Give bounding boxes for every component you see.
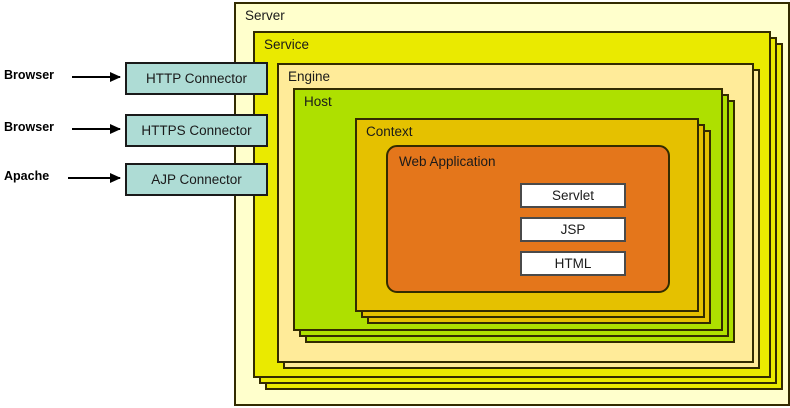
client-label-apache: Apache xyxy=(4,169,50,183)
arrow-apache-to-ajp-connector xyxy=(68,173,121,183)
component-jsp: JSP xyxy=(520,217,626,242)
client-label-browser-https: Browser xyxy=(4,120,55,134)
connector-http: HTTP Connector xyxy=(125,62,268,95)
web-application-label: Web Application xyxy=(399,154,496,169)
container-host-label: Host xyxy=(304,94,332,109)
container-service-label: Service xyxy=(264,37,310,52)
component-html: HTML xyxy=(520,251,626,276)
arrow-browser-to-http-connector xyxy=(72,72,121,82)
component-servlet: Servlet xyxy=(520,183,626,208)
client-label-browser-http: Browser xyxy=(4,68,55,82)
container-engine-label: Engine xyxy=(288,69,331,84)
arrow-browser-to-https-connector xyxy=(72,124,121,134)
connector-https: HTTPS Connector xyxy=(125,114,268,147)
connector-ajp: AJP Connector xyxy=(125,163,268,196)
container-context-label: Context xyxy=(366,124,413,139)
container-server-label: Server xyxy=(245,8,285,23)
